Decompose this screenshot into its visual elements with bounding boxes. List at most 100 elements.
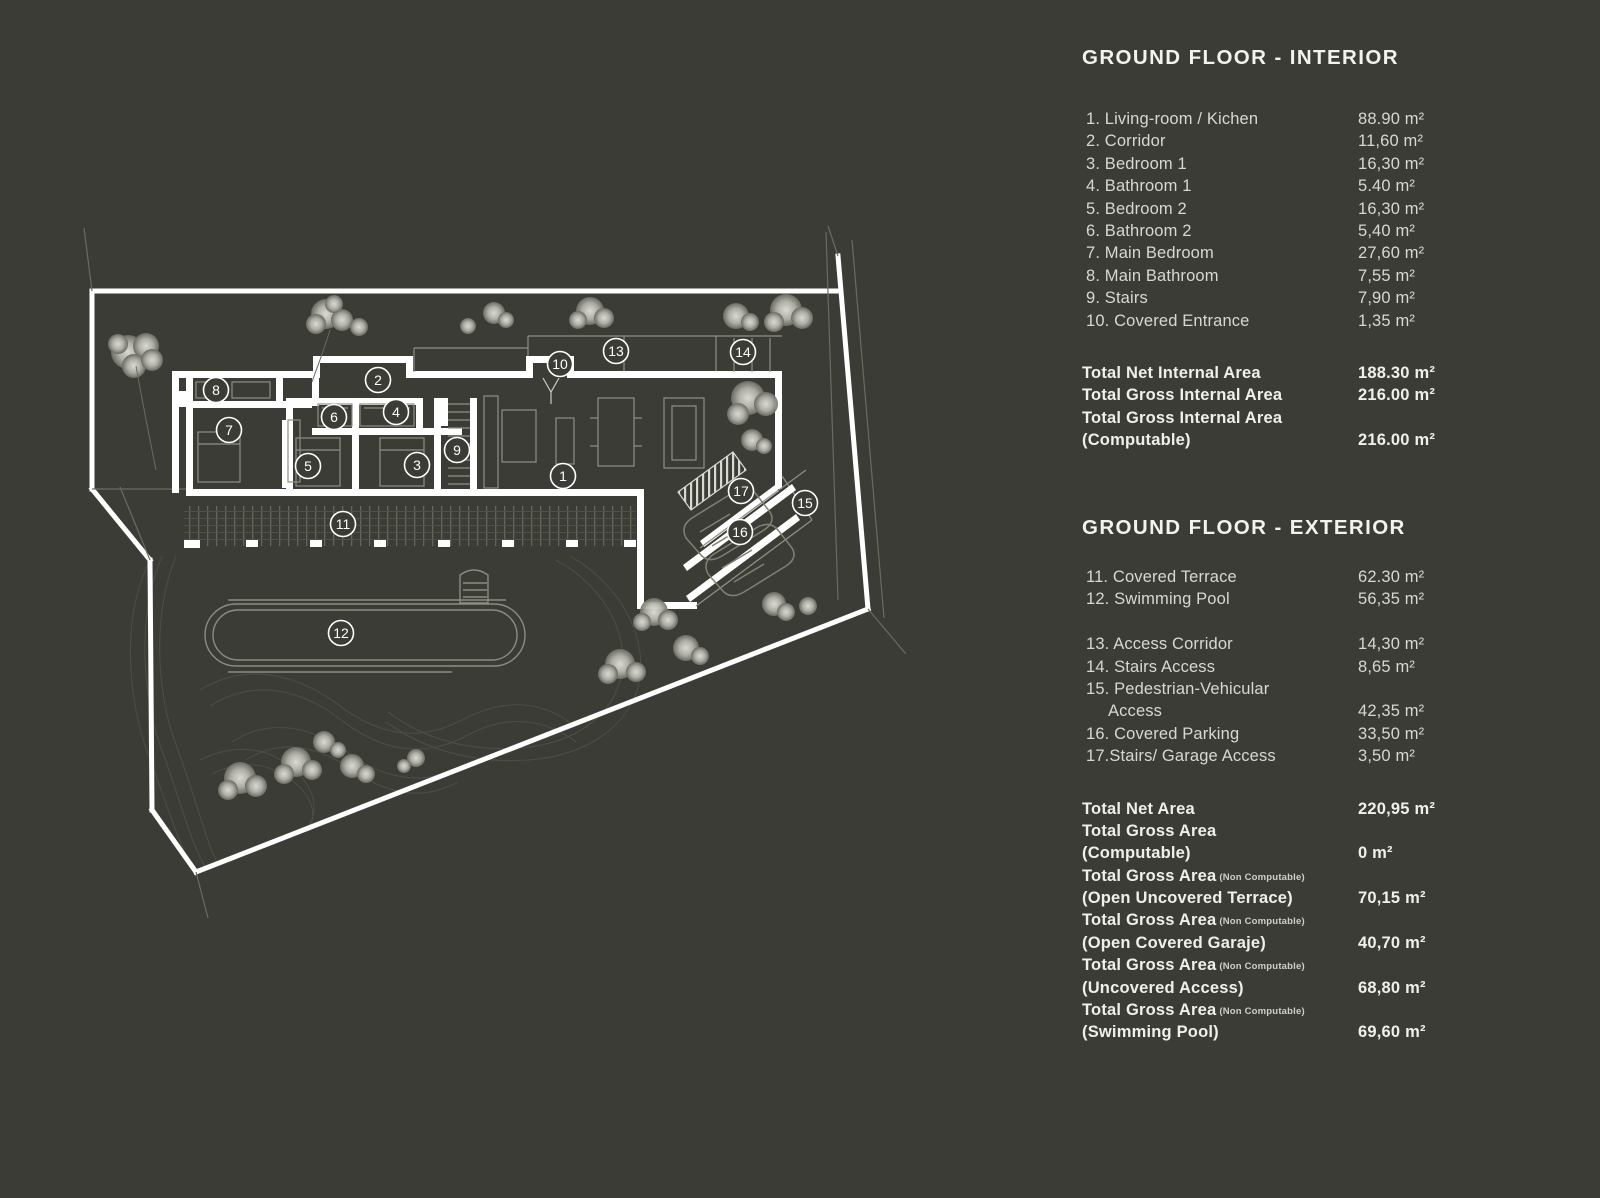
exterior-total-value: 70,15 m² [1358, 889, 1426, 908]
exterior-total-row: Total Gross Area [1078, 820, 1498, 842]
exterior-total-label: (Computable) [1082, 844, 1191, 863]
marker-circle [602, 337, 630, 365]
interior-room-value: 16,30 m² [1358, 199, 1425, 218]
exterior-total-label: Total Net Area [1082, 799, 1195, 818]
exterior-total-label: Total Gross Area(Non Computable) [1082, 1001, 1305, 1020]
marker-label: 1 [559, 468, 567, 484]
interior-room-list: 1. Living-room / Kichen 88.90 m² 2. Corrid… [1078, 108, 1498, 332]
interior-room-item: 6. Bathroom 2 5,40 m² [1078, 220, 1498, 242]
exterior-room-value: 3,50 m² [1358, 747, 1415, 766]
interior-total-label: Total Net Internal Area [1082, 363, 1261, 382]
exterior-total-value: 40,70 m² [1358, 933, 1426, 952]
marker-label: 3 [413, 457, 421, 473]
exterior-room-value: 42,35 m² [1358, 702, 1425, 721]
marker-5: 5 [294, 452, 322, 480]
interior-room-label: 2. Corridor [1086, 132, 1166, 151]
exterior-room-value: 33,50 m² [1358, 724, 1425, 743]
interior-total-row: (Computable)216.00 m² [1078, 429, 1498, 451]
marker-label: 8 [212, 382, 220, 398]
interior-room-label: 6. Bathroom 2 [1086, 221, 1192, 240]
interior-room-label: 5. Bedroom 2 [1086, 199, 1187, 218]
exterior-room-value: 62.30 m² [1358, 568, 1425, 586]
exterior-total-note: (Non Computable) [1219, 916, 1305, 928]
exterior-total-value: 68,80 m² [1358, 978, 1426, 997]
exterior-room-label: 15. Pedestrian-Vehicular [1086, 679, 1270, 698]
marker-circle [443, 436, 471, 464]
marker-1: 1 [549, 462, 577, 490]
marker-label: 12 [333, 625, 349, 641]
exterior-room-value: 8,65 m² [1358, 657, 1415, 676]
exterior-room-item: 12. Swimming Pool 56,35 m² [1078, 588, 1498, 610]
exterior-room-label: 12. Swimming Pool [1086, 590, 1230, 609]
interior-room-value: 5.40 m² [1358, 177, 1415, 196]
marker-label: 9 [453, 442, 461, 458]
exterior-total-row: Total Gross Area(Non Computable) [1078, 909, 1498, 931]
marker-circle [320, 403, 348, 431]
covered-terrace [184, 506, 636, 548]
interior-room-value: 16,30 m² [1358, 154, 1425, 173]
marker-13: 13 [602, 337, 630, 365]
marker-label: 11 [336, 516, 351, 532]
exterior-total-row: Total Gross Area(Non Computable) [1078, 999, 1498, 1021]
interior-total-value: 216.00 m² [1358, 386, 1436, 405]
exterior-room-value: 56,35 m² [1358, 590, 1425, 609]
interior-room-value: 1,35 m² [1358, 311, 1415, 330]
exterior-section: GROUND FLOOR - EXTERIOR 11. Covered Terr… [1078, 516, 1498, 1044]
exterior-room-item: 13. Access Corridor 14,30 m² [1078, 633, 1498, 655]
interior-room-label: 1. Living-room / Kichen [1086, 110, 1259, 128]
exterior-total-row: Total Gross Area(Non Computable) [1078, 865, 1498, 887]
exterior-section-title: GROUND FLOOR - EXTERIOR [1082, 516, 1406, 539]
interior-room-value: 5,40 m² [1358, 221, 1415, 240]
interior-room-label: 10. Covered Entrance [1086, 311, 1250, 330]
garage-stairs [677, 451, 747, 511]
exterior-total-row: (Swimming Pool)69,60 m² [1078, 1021, 1498, 1043]
exterior-total-label: (Open Uncovered Terrace) [1082, 889, 1293, 908]
interior-room-item: 10. Covered Entrance 1,35 m² [1078, 310, 1498, 332]
marker-11: 11 [329, 510, 357, 538]
marker-3: 3 [403, 451, 431, 479]
exterior-room-label: Access [1108, 702, 1163, 721]
legend-panel: GROUND FLOOR - INTERIOR 1. Living-room /… [1078, 46, 1498, 1041]
interior-total-value: 216.00 m² [1358, 431, 1436, 450]
marker-circle [294, 452, 322, 480]
marker-circle [546, 350, 574, 378]
marker-4: 4 [382, 398, 410, 426]
site-boundary [88, 253, 872, 876]
survey-lines [83, 225, 907, 919]
exterior-room-item: 15. Pedestrian-Vehicular [1078, 678, 1498, 700]
interior-room-value: 88.90 m² [1358, 110, 1425, 128]
marker-6: 6 [320, 403, 348, 431]
interior-section-title: GROUND FLOOR - INTERIOR [1082, 46, 1399, 69]
marker-circle [729, 338, 757, 366]
marker-14: 14 [729, 338, 757, 366]
interior-room-label: 7. Main Bedroom [1086, 244, 1214, 263]
exterior-room-value: 14,30 m² [1358, 635, 1425, 654]
exterior-room-label: 13. Access Corridor [1086, 635, 1233, 654]
exterior-room-item: Access 42,35 m² [1078, 700, 1498, 722]
marker-circle [549, 462, 577, 490]
tree-canopies [108, 294, 817, 800]
interior-room-value: 11,60 m² [1358, 132, 1424, 151]
marker-9: 9 [443, 436, 471, 464]
exterior-total-value: 69,60 m² [1358, 1023, 1426, 1042]
exterior-room-label: 14. Stairs Access [1086, 657, 1216, 676]
marker-15: 15 [791, 489, 819, 517]
marker-circle [329, 510, 357, 538]
exterior-total-label: Total Gross Area(Non Computable) [1082, 911, 1305, 930]
marker-circle [403, 451, 431, 479]
exterior-room-label: 17.Stairs/ Garage Access [1086, 747, 1276, 766]
exterior-total-row: (Open Uncovered Terrace) 70,15 m² [1078, 887, 1498, 909]
parked-cars [683, 487, 795, 597]
exterior-total-note: (Non Computable) [1219, 961, 1305, 973]
marker-8: 8 [202, 376, 230, 404]
